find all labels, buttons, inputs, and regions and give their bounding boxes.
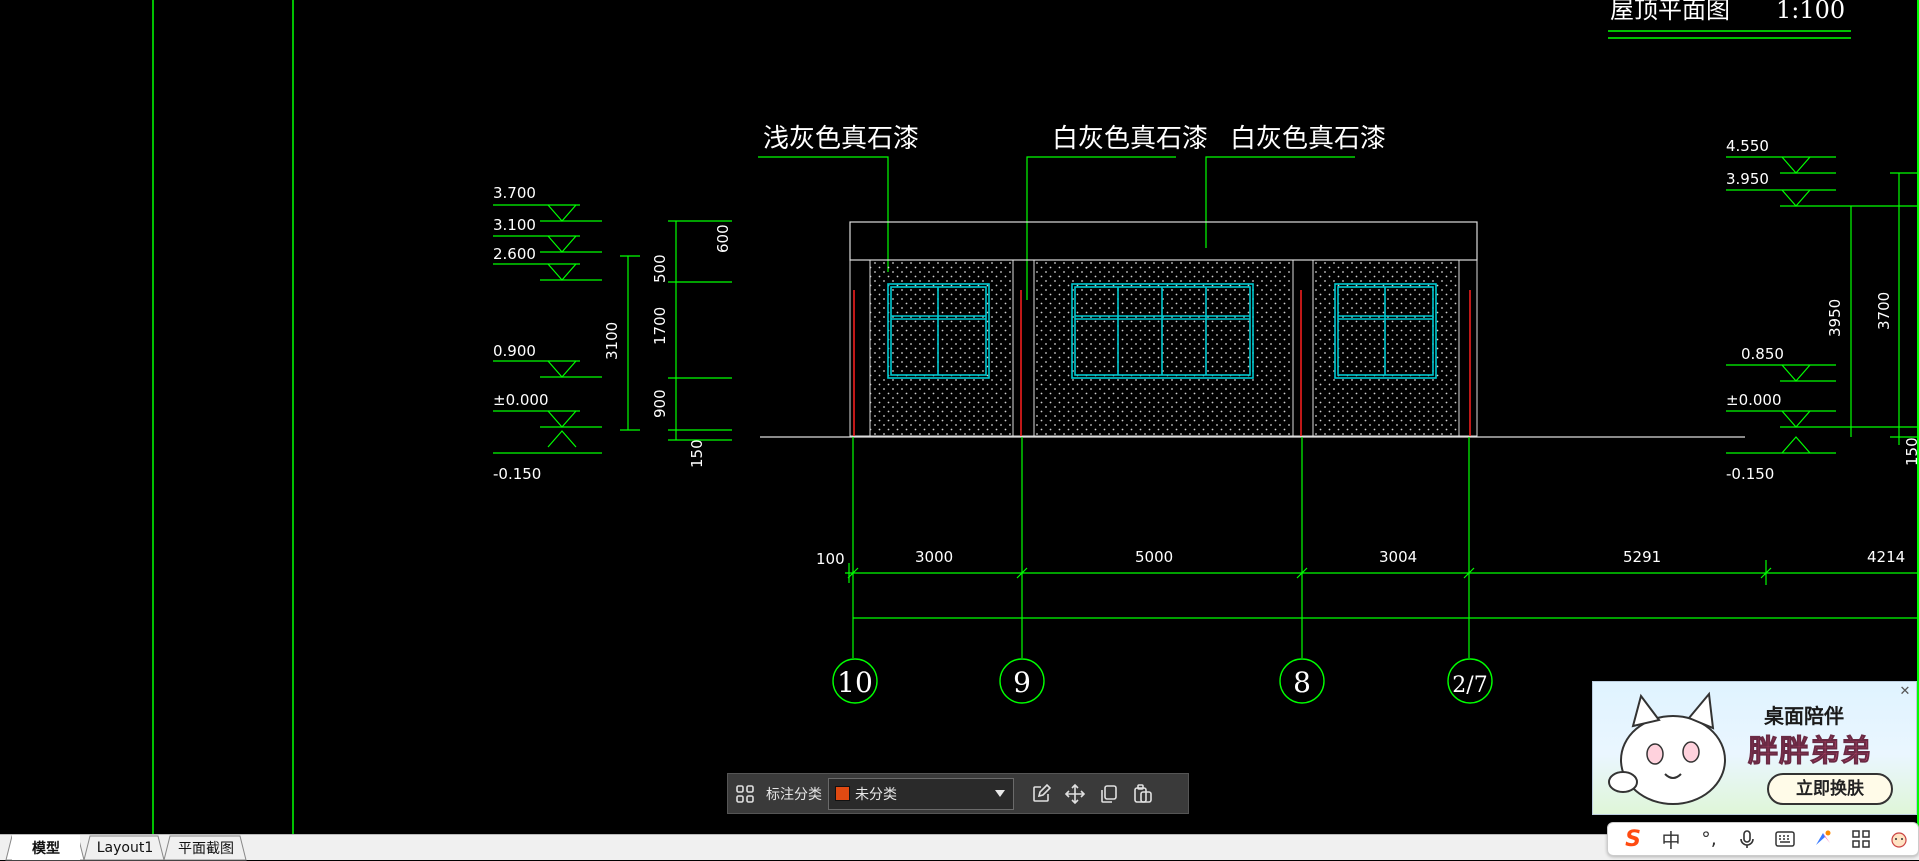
window-3 <box>1334 283 1437 379</box>
axis-bubble-10 <box>832 658 878 704</box>
roof-parapet <box>849 221 1478 261</box>
category-value: 未分类 <box>855 786 897 803</box>
category-label: 标注分类 <box>766 786 822 803</box>
axis-label: 10 <box>837 666 873 699</box>
cad-drawing[interactable]: 屋顶平面图 1:100 浅灰色真石漆 白灰色真石漆 白灰色真石漆 <box>0 0 1919 834</box>
mic-icon[interactable] <box>1728 824 1766 854</box>
axis-dimension-lines <box>845 437 1919 658</box>
elevation-label: ±0.000 <box>1726 391 1782 409</box>
elevation-label: 3.100 <box>493 216 536 234</box>
keyboard-icon[interactable] <box>1766 824 1804 854</box>
dim-label: 150 <box>688 439 706 468</box>
dim-label: 1700 <box>651 307 669 345</box>
leader-line <box>758 156 889 272</box>
column <box>1292 259 1314 437</box>
tab-model[interactable]: 模型 <box>12 835 80 860</box>
material-label-3: 白灰色真石漆 <box>1230 124 1386 154</box>
material-label-1: 浅灰色真石漆 <box>763 124 919 154</box>
column <box>849 259 871 437</box>
category-dropdown[interactable]: 未分类 <box>828 777 1014 810</box>
column <box>1012 259 1035 437</box>
input-mode-toggle[interactable]: 中 <box>1661 829 1681 852</box>
paste-icon[interactable] <box>1126 777 1160 811</box>
elevation-label: -0.150 <box>1726 465 1774 483</box>
dim-label: 3000 <box>915 548 953 566</box>
dim-label: 900 <box>651 389 669 418</box>
dim-label: 500 <box>651 254 669 283</box>
dim-label: 100 <box>816 550 845 568</box>
drawing-scale: 1:100 <box>1776 0 1845 24</box>
dim-label: 5291 <box>1623 548 1661 566</box>
axis-bubble-9 <box>999 658 1045 704</box>
leader-line <box>1026 156 1176 300</box>
elevation-label: 2.600 <box>493 245 536 263</box>
sogou-logo-icon[interactable]: S <box>1614 824 1652 854</box>
elevation-label: 3.950 <box>1726 170 1769 188</box>
skin-ad-popup: ✕ 桌面陪伴 胖胖弟弟 立即换肤 <box>1592 681 1917 815</box>
axis-bubble-2-7 <box>1447 658 1493 704</box>
copy-icon[interactable] <box>1092 777 1126 811</box>
dim-label: 4214 <box>1867 548 1905 566</box>
ad-title: 胖胖弟弟 <box>1748 734 1872 770</box>
dim-label: 3950 <box>1826 299 1844 337</box>
move-icon[interactable] <box>1058 777 1092 811</box>
dim-label: 5000 <box>1135 548 1173 566</box>
dim-label: 3004 <box>1379 548 1417 566</box>
elevation-label: 3.700 <box>493 184 536 202</box>
cat-mascot-icon <box>1608 691 1726 805</box>
cat-icon[interactable] <box>1880 824 1918 854</box>
tab-plan-screenshot[interactable]: 平面截图 <box>178 840 234 857</box>
axis-bubble-8 <box>1279 658 1325 704</box>
elevation-label: 0.850 <box>1741 345 1784 363</box>
annotation-toolbar: 标注分类 未分类 <box>727 773 1189 814</box>
dim-label: 150 <box>1903 437 1919 466</box>
ime-toolbar: S 中 °, <box>1607 822 1919 856</box>
apps-icon[interactable] <box>1842 824 1880 854</box>
dim-label: 3100 <box>603 322 621 360</box>
window-1 <box>887 283 990 379</box>
dim-label: 600 <box>714 224 732 253</box>
axis-label: 2/7 <box>1452 673 1487 698</box>
grid-icon[interactable] <box>728 777 762 811</box>
ad-headline: 桌面陪伴 <box>1764 704 1844 728</box>
elevation-label: 0.900 <box>493 342 536 360</box>
tab-layout1[interactable]: Layout1 <box>96 839 154 856</box>
dim-label: 3700 <box>1875 292 1893 330</box>
drawing-canvas[interactable]: 屋顶平面图 1:100 浅灰色真石漆 白灰色真石漆 白灰色真石漆 <box>0 0 1919 834</box>
axis-label: 9 <box>1013 666 1031 699</box>
axis-label: 8 <box>1293 666 1311 699</box>
category-color-swatch <box>835 786 850 801</box>
elevation-label: ±0.000 <box>493 391 549 409</box>
column <box>1458 259 1478 437</box>
elevation-label: -0.150 <box>493 465 541 483</box>
drawing-title: 屋顶平面图 <box>1610 0 1730 24</box>
ime-logo-text: S <box>1625 826 1641 852</box>
punctuation-toggle[interactable]: °, <box>1701 828 1717 850</box>
right-elevation-markers <box>1726 156 1919 454</box>
chevron-down-icon <box>995 789 1005 797</box>
skin-icon[interactable] <box>1804 824 1842 854</box>
edit-icon[interactable] <box>1024 777 1058 811</box>
close-icon[interactable]: ✕ <box>1899 684 1911 699</box>
material-label-2: 白灰色真石漆 <box>1052 124 1208 154</box>
layout-tab-bar: 模型 Layout1 平面截图 <box>0 834 1919 861</box>
leader-line <box>1205 156 1355 248</box>
change-skin-button[interactable]: 立即换肤 <box>1767 773 1893 805</box>
left-elevation-markers <box>493 204 732 454</box>
elevation-label: 4.550 <box>1726 137 1769 155</box>
window-2 <box>1071 283 1254 379</box>
